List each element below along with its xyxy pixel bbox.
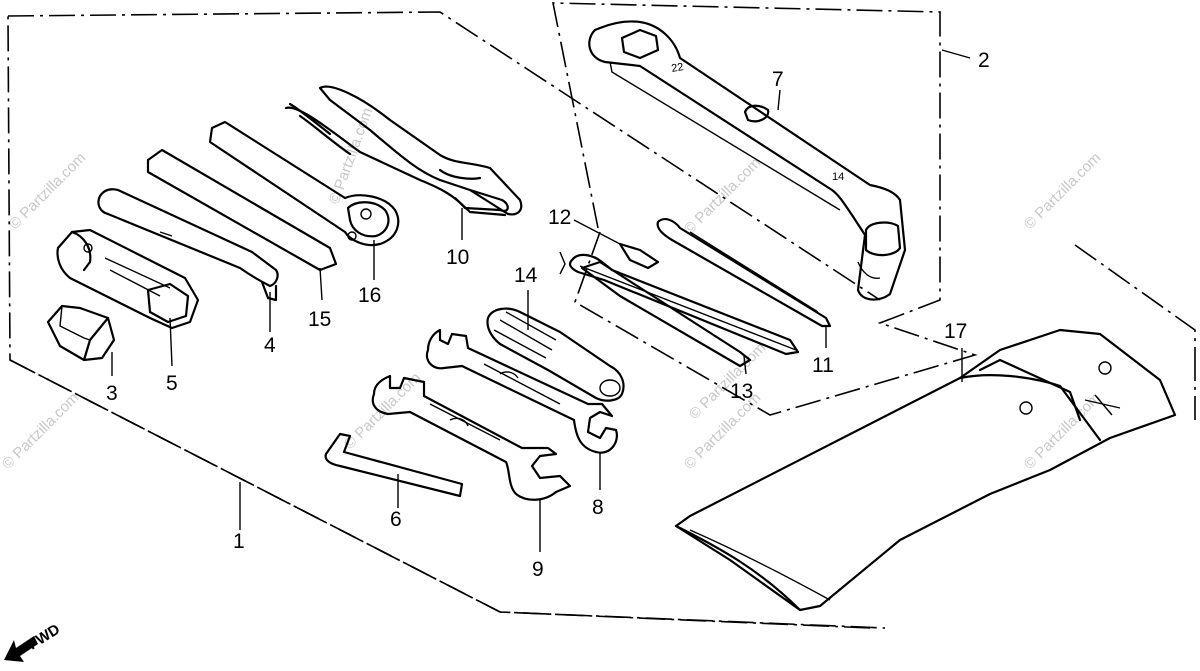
wrench-set-outline xyxy=(552,2,978,416)
leader-lines xyxy=(111,49,971,552)
pin-spanner xyxy=(208,120,400,247)
watermark: © Partzilla.com xyxy=(6,149,89,232)
callout-14: 14 xyxy=(514,264,538,287)
callout-16: 16 xyxy=(358,284,381,307)
tool-kit-outline xyxy=(7,11,1196,629)
watermark: © Partzilla.com xyxy=(0,389,82,472)
forward-arrow-icon xyxy=(4,636,38,662)
open-end-wrench-small xyxy=(425,328,618,454)
forward-label: FWD xyxy=(25,621,63,654)
pliers xyxy=(284,85,523,217)
wrench-size-22: 22 xyxy=(670,61,684,75)
callout-3: 3 xyxy=(106,382,118,405)
callout-1: 1 xyxy=(233,530,245,553)
callout-8: 8 xyxy=(592,496,604,519)
watermark: © Partzilla.com xyxy=(681,154,764,237)
flat-bar xyxy=(146,148,338,272)
callout-11: 11 xyxy=(812,354,834,377)
callout-4: 4 xyxy=(264,334,276,357)
callout-2: 2 xyxy=(978,49,990,72)
callout-13: 13 xyxy=(730,380,753,403)
callout-7: 7 xyxy=(772,68,784,91)
watermark: © Partzilla.com xyxy=(341,369,424,452)
watermarks: © Partzilla.com © Partzilla.com © Partzi… xyxy=(0,106,1104,473)
callout-15: 15 xyxy=(308,308,331,331)
watermark: © Partzilla.com xyxy=(1021,149,1104,232)
combination-wrench: 22 14 xyxy=(588,20,907,301)
callout-9: 9 xyxy=(532,558,544,581)
callout-12: 12 xyxy=(548,206,571,229)
spark-plug-wrench xyxy=(56,228,200,330)
hex-nut xyxy=(46,304,116,362)
callout-17: 17 xyxy=(944,320,967,343)
tool-kit-outline-bottom xyxy=(9,355,1196,629)
callout-6: 6 xyxy=(390,508,402,531)
open-end-wrench-large xyxy=(371,374,572,501)
tool-bag xyxy=(674,328,1177,612)
hex-key xyxy=(324,432,464,498)
watermark: © Partzilla.com xyxy=(686,339,769,422)
callout-10: 10 xyxy=(446,246,469,269)
spoke-wrench xyxy=(97,188,279,302)
forward-direction-indicator: FWD xyxy=(4,621,63,662)
callouts: 1 2 3 4 5 6 7 8 9 10 11 12 13 14 15 16 1… xyxy=(106,49,990,581)
wrench-size-14: 14 xyxy=(832,171,844,183)
callout-5: 5 xyxy=(166,372,178,395)
screwdriver-handle xyxy=(486,307,625,402)
screwdriver-bits xyxy=(559,218,832,368)
